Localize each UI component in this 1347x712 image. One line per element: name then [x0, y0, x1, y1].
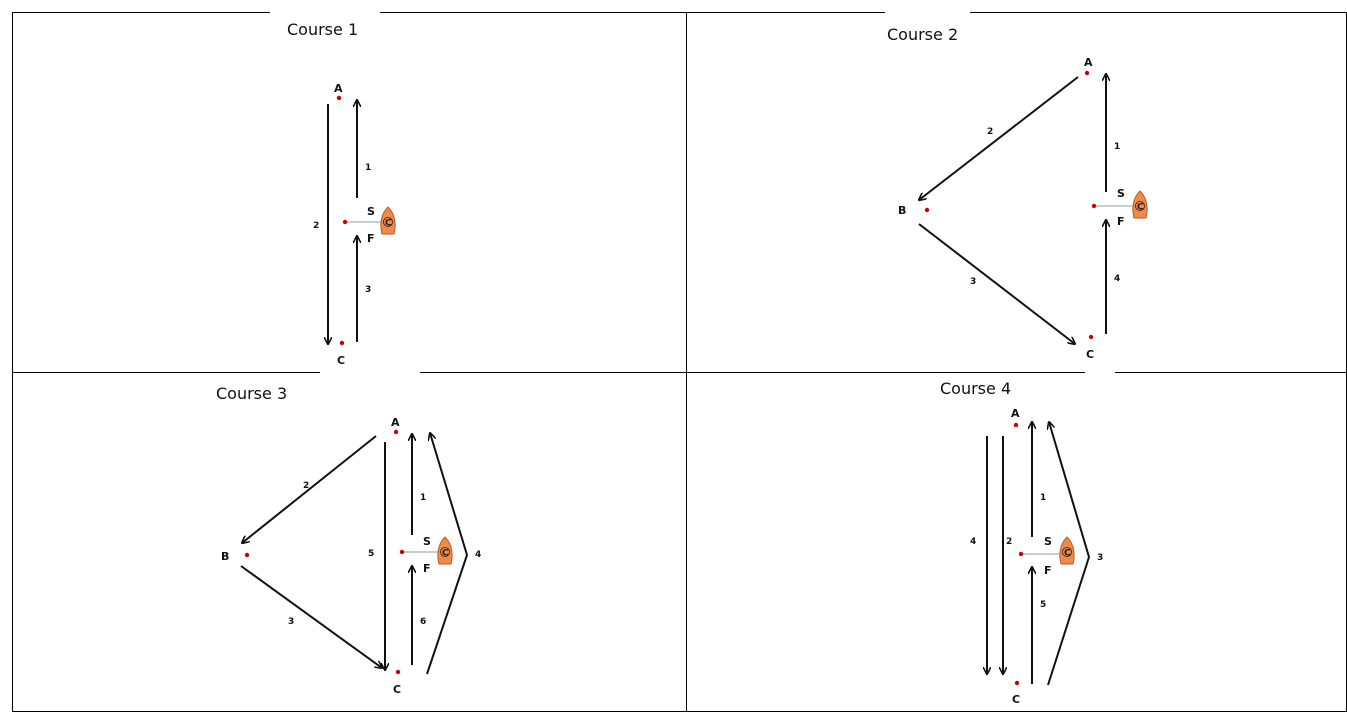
table-frame: [12, 12, 1347, 712]
finish-label: F: [367, 232, 375, 245]
finish-label: F: [423, 562, 431, 575]
start-label: S: [367, 205, 375, 218]
leg-number-2: 2: [987, 127, 993, 137]
committee-boat-label: C: [1137, 203, 1144, 213]
mark-dot-pin: [1091, 203, 1097, 209]
mark-label-a: A: [391, 416, 400, 429]
leg-number-1: 1: [1114, 142, 1120, 152]
mark-label-c: C: [337, 354, 345, 367]
committee-boat-icon: C: [1132, 190, 1148, 219]
leg-number-1: 1: [1040, 493, 1046, 503]
mark-dot-b: [244, 552, 250, 558]
leg-arrow-3: [1048, 422, 1091, 686]
leg-arrow-2: [242, 435, 377, 543]
course-title: Course 4: [940, 379, 1011, 398]
committee-boat-icon: C: [437, 536, 453, 565]
mark-label-c: C: [393, 683, 401, 696]
finish-label: F: [1044, 564, 1052, 577]
course-2: Course 2 A B C S F 1 2 3 4 C: [887, 25, 1148, 361]
mark-dot-c: [395, 669, 401, 675]
leg-number-3: 3: [1097, 553, 1103, 563]
mark-label-c: C: [1012, 693, 1020, 706]
leg-number-2: 2: [303, 481, 309, 491]
mark-label-b: B: [898, 204, 906, 217]
course-lines: [987, 422, 1091, 686]
mark-dot-pin: [342, 219, 348, 225]
course-lines: [919, 74, 1106, 344]
leg-number-3: 3: [970, 277, 976, 287]
leg-arrow-4: [426, 433, 469, 675]
mark-dot-a: [393, 429, 399, 435]
leg-number-4: 4: [1114, 274, 1120, 284]
committee-boat-icon: C: [380, 206, 396, 235]
leg-number-1: 1: [420, 493, 426, 503]
leg-arrow-3: [240, 565, 382, 668]
course-3: Course 3 A B C S F 1 2 3 4 5 6 C: [216, 384, 481, 696]
committee-boat-label: C: [442, 549, 449, 559]
start-label: S: [1044, 535, 1052, 548]
mark-dot-c: [1088, 334, 1094, 340]
committee-boat-label: C: [385, 219, 392, 229]
course-title: Course 1: [287, 20, 358, 39]
leg-arrow-3: [918, 223, 1075, 344]
mark-dot-a: [1084, 70, 1090, 76]
mark-dot-a: [336, 95, 342, 101]
mark-dot-b: [924, 207, 930, 213]
mark-label-a: A: [1011, 407, 1020, 420]
start-label: S: [423, 535, 431, 548]
leg-number-2: 2: [1006, 537, 1012, 547]
leg-number-4: 4: [970, 537, 976, 547]
course-title: Course 2: [887, 25, 958, 44]
leg-number-2: 2: [313, 221, 319, 231]
mark-label-c: C: [1086, 348, 1094, 361]
leg-number-5: 5: [1040, 600, 1046, 610]
mark-label-a: A: [1084, 56, 1093, 69]
leg-arrow-2: [919, 76, 1079, 200]
leg-number-6: 6: [420, 617, 426, 627]
start-label: S: [1117, 187, 1125, 200]
committee-boat-label: C: [1064, 549, 1071, 559]
course-lines: [328, 100, 357, 344]
mark-dot-a: [1013, 422, 1019, 428]
mark-dot-c: [339, 340, 345, 346]
course-lines: [240, 433, 469, 675]
course-title: Course 3: [216, 384, 287, 403]
mark-dot-c: [1014, 680, 1020, 686]
course-1: Course 1 A C S F 1 2 3 C: [287, 20, 396, 367]
leg-number-3: 3: [288, 617, 294, 627]
finish-label: F: [1117, 215, 1125, 228]
leg-number-4: 4: [475, 550, 481, 560]
leg-number-1: 1: [365, 163, 371, 173]
mark-dot-pin: [399, 549, 405, 555]
leg-number-3: 3: [365, 285, 371, 295]
course-4: Course 4 A C S F 1 2 3 4 5 C: [940, 379, 1103, 706]
mark-label-b: B: [221, 550, 229, 563]
mark-dot-pin: [1018, 551, 1024, 557]
mark-label-a: A: [334, 82, 343, 95]
leg-number-5: 5: [368, 549, 374, 559]
committee-boat-icon: C: [1059, 536, 1075, 565]
